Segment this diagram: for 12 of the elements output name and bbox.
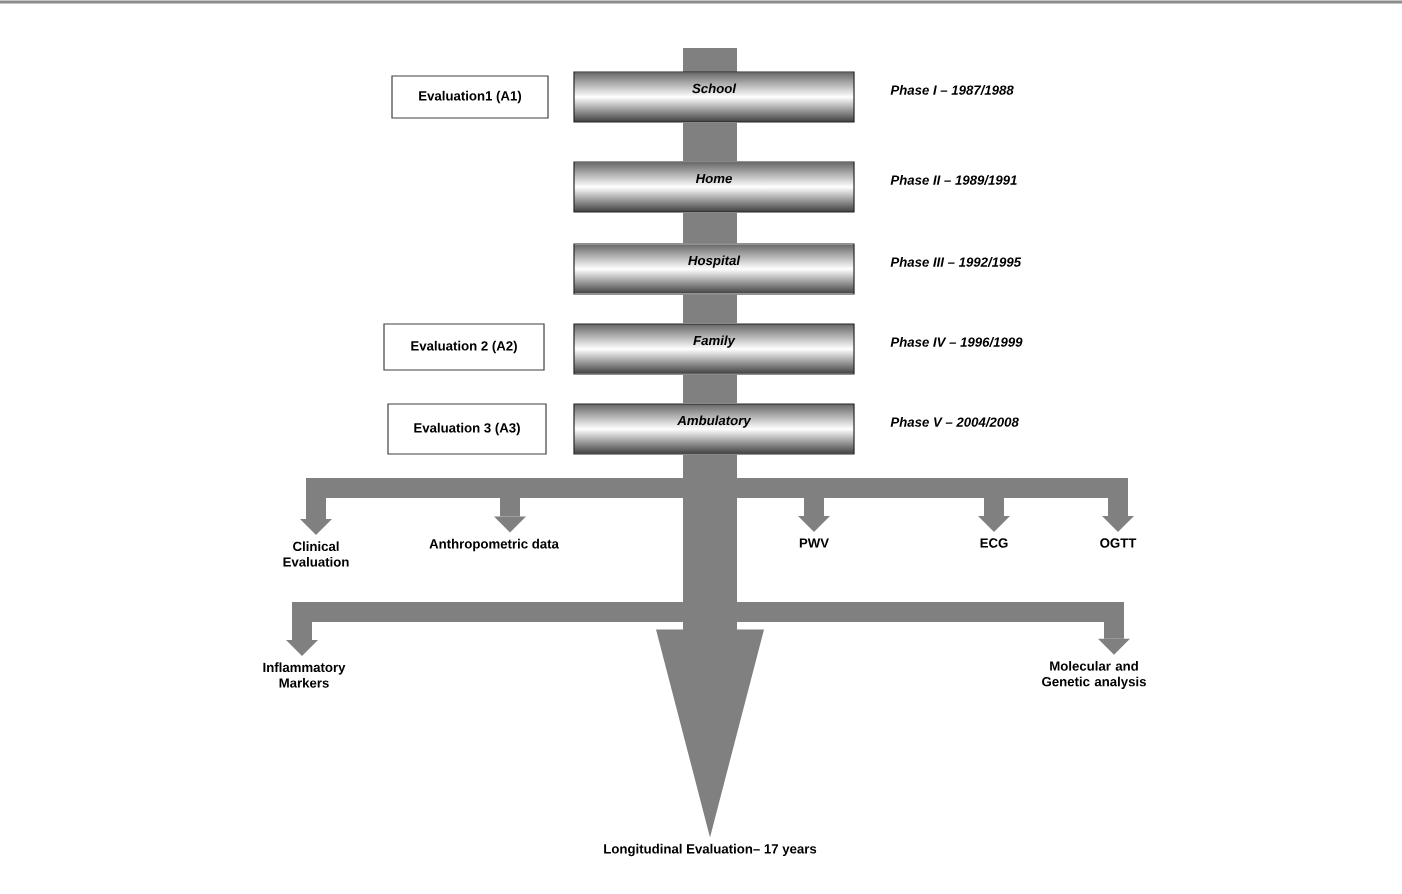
arrow: [286, 602, 683, 656]
arrow: [300, 478, 500, 535]
timeline-bar: [683, 122, 737, 162]
arrow: [494, 478, 683, 533]
timeline-bar: [683, 212, 737, 244]
timeline-bar: [683, 374, 737, 404]
arrow: [737, 478, 830, 533]
arrow: [1004, 478, 1134, 532]
timeline-bar: [683, 294, 737, 324]
arrow: [737, 602, 1130, 655]
big-arrow: [656, 454, 764, 838]
arrow: [824, 478, 1010, 532]
